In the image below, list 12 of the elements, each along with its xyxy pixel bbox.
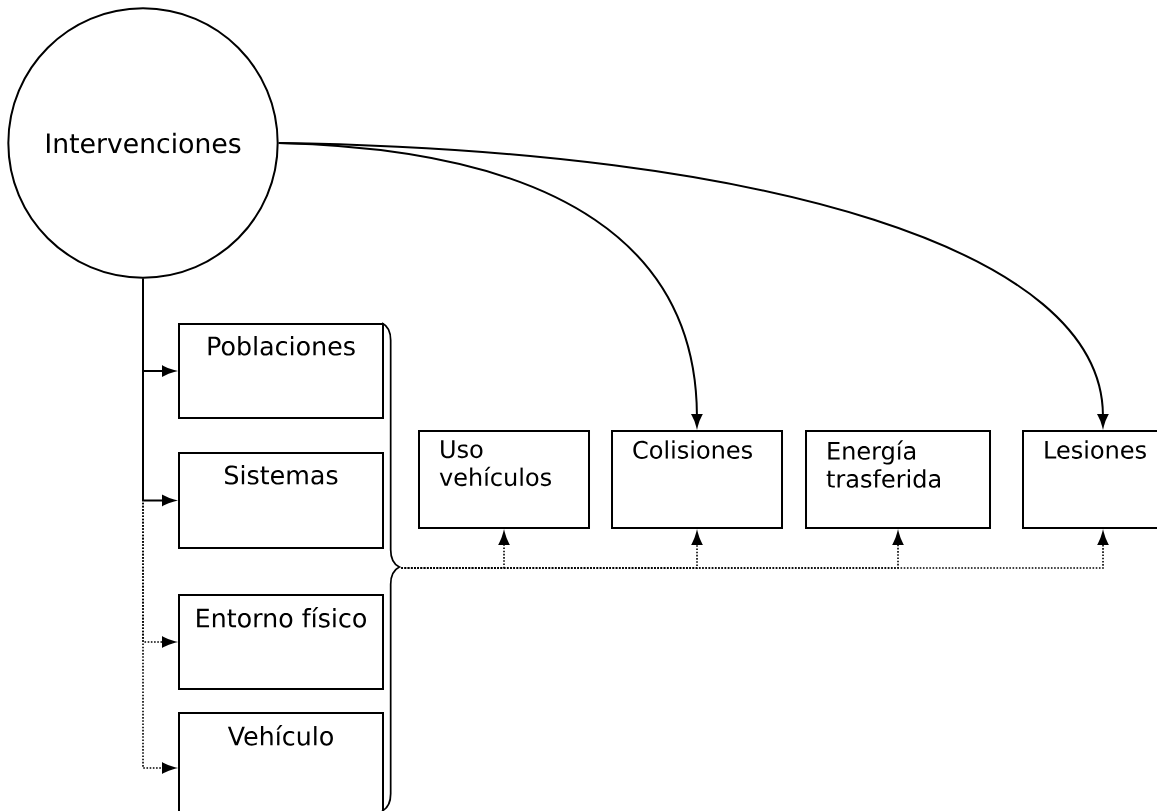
process-box: Lesiones: [1022, 430, 1157, 530]
process-box: Vehículo: [178, 712, 384, 811]
process-box: Sistemas: [178, 452, 384, 549]
process-box: Poblaciones: [178, 323, 384, 419]
arrow: [277, 142, 1109, 427]
process-box: Entorno físico: [178, 594, 384, 690]
process-box: Energía trasferida: [805, 430, 991, 530]
arrow: [400, 531, 1109, 569]
process-box: Uso vehículos: [418, 430, 590, 530]
curly-brace: [381, 322, 401, 811]
circle-node: Intervenciones: [7, 7, 279, 279]
process-box: Colisiones: [611, 430, 783, 530]
